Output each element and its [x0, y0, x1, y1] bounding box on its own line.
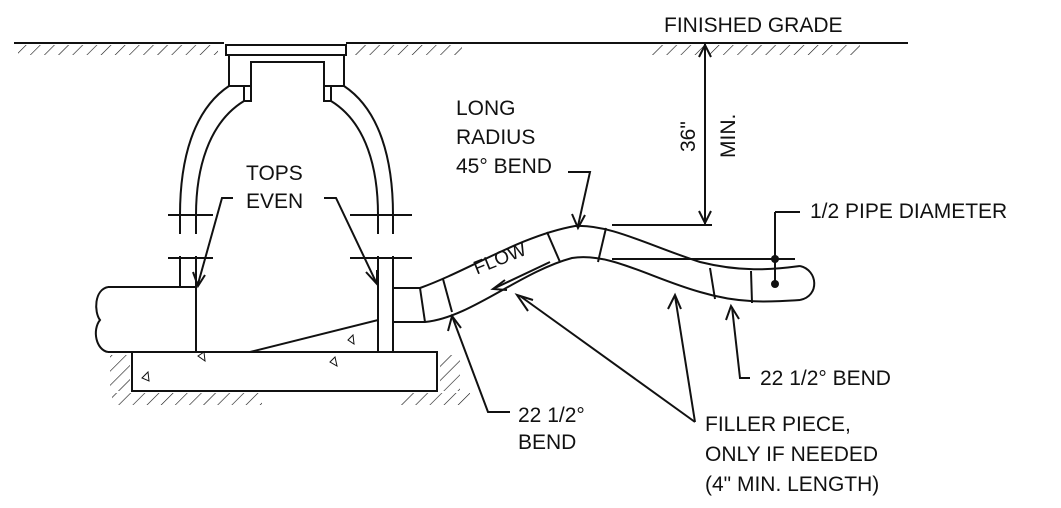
finished-grade-label: FINISHED GRADE	[664, 14, 843, 37]
filler-piece-label: FILLER PIECE, ONLY IF NEEDED (4" MIN. LE…	[705, 413, 880, 496]
cover-depth-label: 36"	[677, 121, 700, 152]
manhole-frame	[225, 44, 347, 102]
concrete-base	[131, 318, 438, 392]
half-pipe-diameter-label: 1/2 PIPE DIAMETER	[810, 200, 1008, 223]
outlet-pipe	[393, 224, 816, 323]
bend-left-label: 22 1/2° BEND	[518, 404, 585, 454]
long-radius-bend-label: LONG RADIUS 45° BEND	[456, 97, 552, 178]
cover-dimension	[612, 42, 712, 226]
flow-arrow	[490, 261, 551, 291]
earth-hatching-bottom	[110, 355, 470, 405]
bend-right-label: 22 1/2° BEND	[760, 367, 891, 390]
leader-lines	[192, 171, 750, 423]
manhole-walls	[168, 85, 412, 352]
earth-hatching-top	[18, 45, 860, 55]
tops-even-label: TOPS EVEN	[246, 162, 304, 213]
inlet-pipe	[94, 286, 197, 353]
half-pipe-dimension	[612, 211, 800, 288]
cover-min-label: MIN.	[717, 113, 740, 158]
